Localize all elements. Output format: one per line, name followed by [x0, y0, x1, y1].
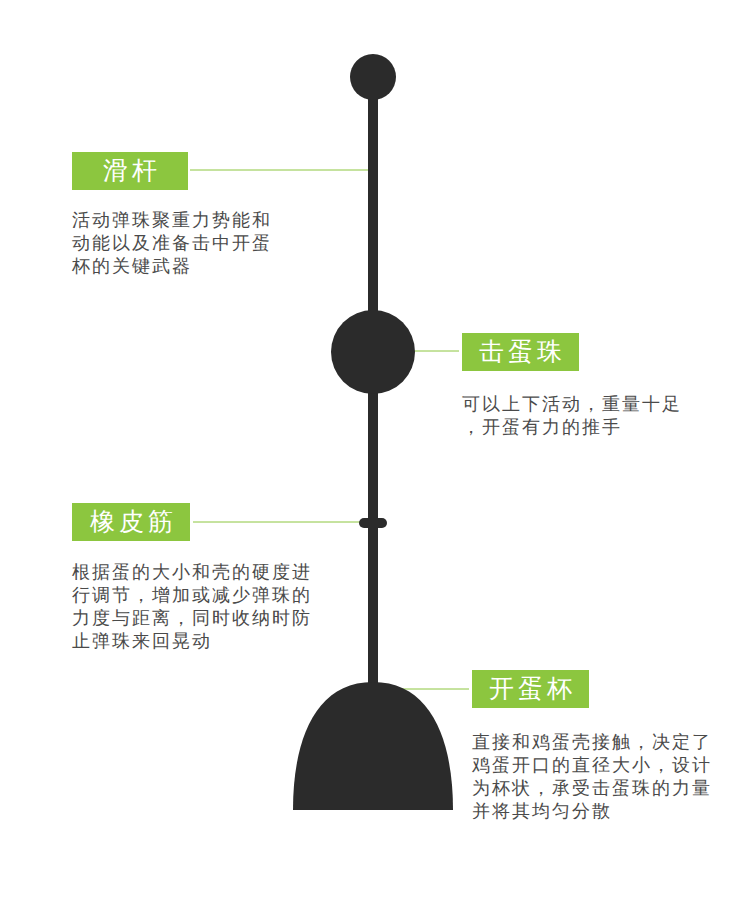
part-description: 根据蛋的大小和壳的硬度进行调节，增加或减少弹珠的力度与距离，同时收纳时防止弹珠来… [72, 560, 318, 652]
rod-end-ball [350, 54, 396, 100]
part-name: 开蛋杯 [472, 670, 589, 708]
part-description: 可以上下活动，重量十足，开蛋有力的推手 [462, 392, 688, 438]
callout-label: 开蛋杯直接和鸡蛋壳接触，决定了鸡蛋开口的直径大小，设计为杯状，承受击蛋珠的力量并… [472, 670, 718, 822]
part-name: 击蛋珠 [462, 333, 579, 371]
part-description: 直接和鸡蛋壳接触，决定了鸡蛋开口的直径大小，设计为杯状，承受击蛋珠的力量并将其均… [472, 730, 718, 822]
opener-cup [293, 682, 453, 810]
part-name: 滑杆 [72, 152, 188, 190]
part-name: 橡皮筋 [72, 503, 190, 541]
leader-line [193, 522, 360, 523]
callout-label: 滑杆活动弹珠聚重力势能和动能以及准备击中开蛋杯的关键武器 [72, 152, 278, 277]
hammer-ball [331, 310, 415, 394]
rubber-band [359, 518, 387, 528]
callout-label: 橡皮筋根据蛋的大小和壳的硬度进行调节，增加或减少弹珠的力度与距离，同时收纳时防止… [72, 503, 318, 652]
leader-line [190, 170, 373, 171]
part-description: 活动弹珠聚重力势能和动能以及准备击中开蛋杯的关键武器 [72, 208, 278, 277]
callout-label: 击蛋珠可以上下活动，重量十足，开蛋有力的推手 [462, 333, 688, 438]
